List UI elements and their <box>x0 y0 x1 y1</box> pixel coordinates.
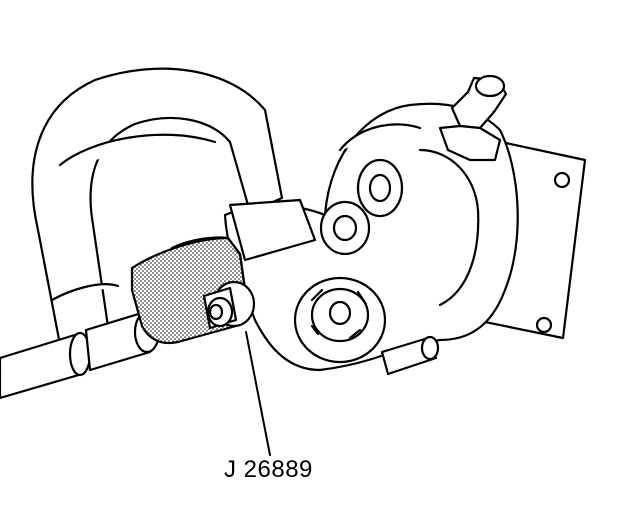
clamp-screw <box>0 310 161 400</box>
pulley-remover-tool <box>130 236 256 345</box>
tool-callout-label: J 26889 <box>224 456 313 483</box>
c-clamp-frame <box>31 67 284 357</box>
callout-leader-line <box>245 331 271 456</box>
pump-shaft <box>293 276 440 376</box>
pressure-fitting <box>438 74 508 162</box>
